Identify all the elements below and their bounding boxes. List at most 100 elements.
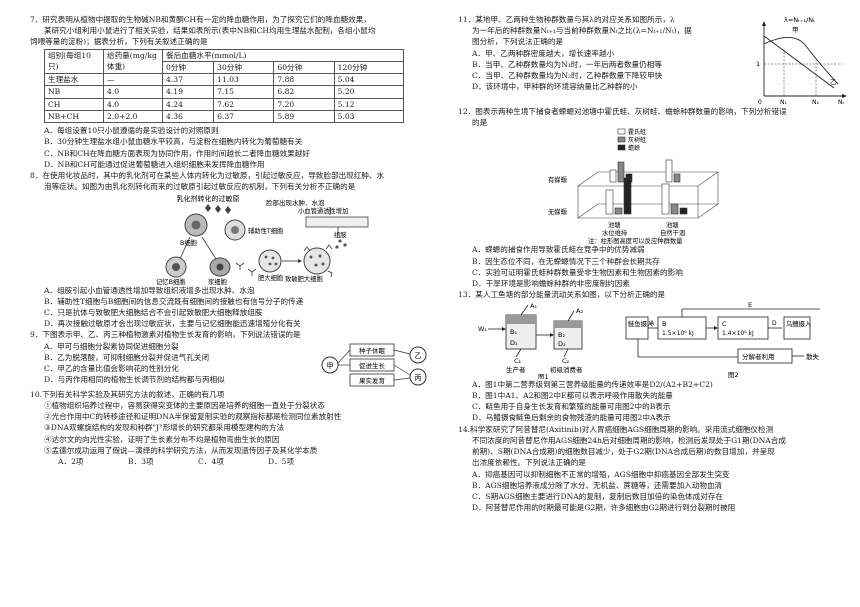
q7-stem: 饲喂等量的淀粉)；据表分析，下列有关叙述正确的是 xyxy=(30,37,208,47)
q12-stem: 12．图表示两种生境下捕食者蝾螈对池塘中霍氏蛙、灰树蛙、蟾蜍种群数量的影响，下列… xyxy=(458,107,787,116)
table-header: 30分钟 xyxy=(213,60,275,75)
label: D xyxy=(772,320,777,327)
label: B xyxy=(662,320,666,328)
q14-stem: 前期)、S期(DNA合成期)的细胞数目减少，处于G2期(DNA合成后期)的数目增… xyxy=(472,447,775,457)
label: 鲢鱼摄入 xyxy=(628,319,654,328)
figure-2: 鲢鱼摄入 A B 1.5×10⁶ kJ C 1.4×10⁶ kJ D 乌鳢摄入 … xyxy=(625,301,820,379)
q14-stem: 14.科学家研究了阿昔替尼(Axitinib)对人胃癌细胞AGS细胞周期的影响。… xyxy=(458,424,774,434)
table-cell: 4.0 xyxy=(103,85,163,99)
frog-bar-figure: 霍氏蛙 灰树蛙 蟾蜍 有蝾螈 无蝾螈 xyxy=(548,128,719,244)
list-item: ⑤孟德尔成功运用了假说—演绎的科学研究方法，从而发现遗传因子及其化学本质 xyxy=(44,445,318,455)
option: C．鲢鱼用于自身生长发育和繁殖的能量可用图2中的B表示 xyxy=(472,402,671,412)
right-column: 11．某地甲、乙两种生物种群数量与其λ的对应关系如图所示，λ 为一年后的种群数量… xyxy=(458,14,850,513)
option: D．5项 xyxy=(268,457,295,467)
caption: 图2 xyxy=(728,371,739,379)
tick-label: 1 xyxy=(756,60,760,68)
curve-jia xyxy=(763,37,839,85)
table-cell: 7.20 xyxy=(273,97,335,111)
option: A．甲可与细胞分裂素协同促进细胞分裂 xyxy=(44,341,179,351)
option: C．甲乙的含量比值会影响花的性别分化 xyxy=(44,364,179,374)
label: C₁ xyxy=(514,357,522,365)
label: C xyxy=(722,320,727,328)
label: 记忆B细胞 xyxy=(156,277,186,285)
list-item: ①植物组织培养过程中，容易获得突变体的主要原因是培养的细胞一直处于分裂状态 xyxy=(44,400,325,410)
table-cell: 5.89 xyxy=(273,109,335,124)
hormone-diagram: 甲 种子休眠 促进生长 果实发育 乙 丙 xyxy=(321,343,427,387)
label: 散失 xyxy=(806,352,820,361)
label: 乌鳢摄入 xyxy=(786,319,812,328)
caption: 图1 xyxy=(538,373,549,379)
table-cell: 6.37 xyxy=(213,109,275,124)
label: 组胺 xyxy=(334,230,347,239)
option: A．甲、乙两种群密度越大，增长速率越小 xyxy=(472,48,615,58)
q11-stem: 图分析，下列说法正确的是 xyxy=(472,37,564,47)
table-row: NB 4.0 4.19 7.15 6.82 5.20 xyxy=(44,85,405,99)
row-label: 无蝾螈 xyxy=(548,207,568,216)
option: D．阿昔替尼作用的时期最可能是G2期，许多细胞由G2期进行到分裂期时被阻 xyxy=(472,503,736,513)
label: 生产者 xyxy=(506,365,526,374)
q7-stem: 某研究小组利用小鼠进行了相关实验，结果如表所示(表中NB和CH均用生理盐水配制，… xyxy=(44,26,376,36)
table-header: 120分钟 xyxy=(333,60,405,75)
question-11: 11．某地甲、乙两种生物种群数量与其λ的对应关系如图所示，λ 为一年后的种群数量… xyxy=(458,14,850,106)
value: 1.5×10⁶ kJ xyxy=(662,330,694,337)
label: 甲 xyxy=(792,26,799,34)
q10-stem: 10.下列有关科学实验及其研究方法的叙述，正确的有几项 xyxy=(30,389,225,399)
label: 种子休眠 xyxy=(359,346,386,355)
table-header: 0分钟 xyxy=(161,60,215,75)
label: B细胞 xyxy=(180,238,198,247)
option: B．乙为脱落酸，可抑制细胞分裂并促进气孔关闭 xyxy=(44,352,210,362)
option: D．再次接触过敏原才会出现过敏症状，主要与记忆细胞能迅速增殖分化有关 xyxy=(44,319,301,329)
option: C．只是抗体与致敏肥大细胞结合不会引起致敏肥大细胞释放组胺 xyxy=(44,307,263,317)
figure-1: W₁ B₁ D₁ A₁ C₁ 生产者 B₂ D₂ A₂ xyxy=(478,302,583,379)
label: 乙 xyxy=(415,352,422,360)
option: D．乌鳢摄食鲢鱼后剩余的食物残渣的能量可用图2中A表示 xyxy=(472,413,671,423)
option: D．与丙作用相同的植物生长调节剂的结构都与丙相似 xyxy=(44,375,225,385)
option: A．每组设置10只小鼠遵循的是实验设计的对照原则 xyxy=(44,126,219,136)
table-header: 给药量(mg/kg体重) xyxy=(103,48,163,75)
option: C．实验可证明霍氏蛙种群数量受非生物因素和生物因素的影响 xyxy=(472,267,683,277)
label: D₂ xyxy=(558,340,566,348)
table-cell: 4.19 xyxy=(161,85,215,99)
label: A xyxy=(650,320,655,327)
label: D₁ xyxy=(510,339,518,347)
table-row: 生理盐水 — 4.37 11.03 7.88 5.04 xyxy=(44,73,405,87)
axis-label: Nₜ xyxy=(838,99,844,106)
table-row: NB+CH 2.0+2.0 4.36 6.37 5.89 5.03 xyxy=(44,109,405,124)
table-cell: — xyxy=(103,73,163,87)
question-12: 12．图表示两种生境下捕食者蝾螈对池塘中霍氏蛙、灰树蛙、蟾蜍种群数量的影响，下列… xyxy=(458,106,850,289)
q11-stem: 11．某地甲、乙两种生物种群数量与其λ的对应关系如图所示，λ xyxy=(458,15,675,24)
tick-label: 0 xyxy=(758,99,762,106)
option: A．组胺引起小血管通透性增加导致组织液增多出现水肿、水泡 xyxy=(44,285,255,295)
legend-label: 灰树蛙 xyxy=(628,136,646,144)
q14-stem: 出浓度依赖性。下列说法正确的是 xyxy=(472,458,586,468)
legend-label: 蟾蜍 xyxy=(628,144,640,152)
question-14: 14.科学家研究了阿昔替尼(Axitinib)对人胃癌细胞AGS细胞周期的影响。… xyxy=(458,424,850,514)
question-7: 7．研究表明从植物中提取的生物碱NB和黄酮CH有一定的降血糖作用，为了探究它们的… xyxy=(30,14,430,170)
table-row: CH 4.0 4.24 7.62 7.20 5.12 xyxy=(44,97,405,111)
label: 肥大细胞 xyxy=(258,273,284,282)
legend-label: 霍氏蛙 xyxy=(628,128,646,136)
label: A₁ xyxy=(530,302,537,310)
table-header: 60分钟 xyxy=(273,60,335,75)
option: D．该环境中，甲种群的环境容纳量比乙种群的小 xyxy=(472,82,638,92)
option: B．当甲、乙种群数量均为N₁时，一年后两者数量仍相等 xyxy=(472,59,662,69)
table-cell: 4.24 xyxy=(161,97,215,111)
q7-stem: 7．研究表明从植物中提取的生物碱NB和黄酮CH有一定的降血糖作用，为了探究它们的… xyxy=(30,15,371,24)
table-cell: 7.15 xyxy=(213,85,275,99)
table-cell: NB xyxy=(44,85,104,99)
table-cell: NB+CH xyxy=(44,109,104,124)
figure-note: 注：柱形图高度可以反应种群数量 xyxy=(588,236,683,244)
table-cell: 5.03 xyxy=(333,109,405,124)
q11-stem: 为一年后的种群数量Nₜ₊₁与当前种群数量Nₜ之比(λ=Nₜ₊₁/Nₜ)，据 xyxy=(472,26,692,36)
table-cell: 5.20 xyxy=(333,85,405,99)
option: B．30分钟生理盐水组小鼠血糖水平较高，与淀粉在细胞内转化为葡萄糖有关 xyxy=(44,137,303,147)
lambda-graph: λ=Nₜ₊₁/Nₜ 1 甲 乙 N₁ N₂ 0 Nₜ xyxy=(756,16,847,106)
option: C．NB和CH在降血糖方面表现为协同作用，作用时间越长二者降血糖效果越好 xyxy=(44,148,310,158)
option: B．辅助性T细胞与B细胞间的信息交流既有细胞间的接触也有信号分子的传递 xyxy=(44,296,304,306)
option: A．蝾螈的捕食作用导致霍氏蛙在竞争中的优势减弱 xyxy=(472,245,645,255)
q12-stem: 的是 xyxy=(472,118,488,128)
option: C．当甲、乙种群数量均为N₂时，乙种群数量下降较甲快 xyxy=(472,71,663,81)
label: 促进生长 xyxy=(359,361,386,370)
axis-label: 自然干涸 xyxy=(660,228,685,237)
label: 致敏肥大细胞 xyxy=(285,274,323,283)
